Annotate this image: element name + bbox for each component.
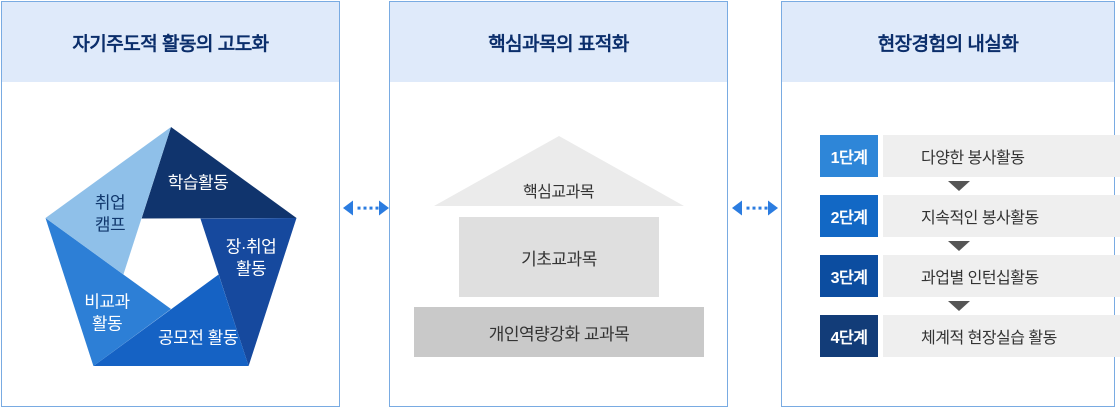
dotted-double-arrow-icon (343, 200, 389, 216)
pentagon-label-contest: 공모전 활동 (158, 328, 238, 347)
step-row-3: 3단계 과업별 인턴십활동 (820, 255, 1120, 297)
pentagon-label-extracurricular-line2: 활동 (92, 314, 122, 333)
dot (764, 206, 768, 210)
panel-title-field-experience: 현장경험의 내실화 (782, 2, 1114, 82)
pentagon-segment-job-camp (45, 127, 171, 275)
step-label-2: 지속적인 봉사활동 (883, 195, 1120, 237)
dotted-double-arrow-icon (732, 200, 778, 216)
arrow-left-tip (732, 200, 742, 216)
step-row-2: 2단계 지속적인 봉사활동 (820, 195, 1120, 237)
pentagon-label-job-line1: 장·취업 (226, 237, 277, 256)
pentagon-label-job-camp-line2: 캠프 (95, 215, 125, 234)
dot (746, 206, 750, 210)
arrow-right-tip (768, 200, 778, 216)
dot (375, 206, 379, 210)
arrow-right-tip (379, 200, 389, 216)
pentagon-diagram: 학습활동 장·취업 활동 공모전 활동 비교과 활동 취업 캠프 (2, 82, 339, 406)
dot (369, 206, 373, 210)
step-label-4: 체계적 현장실습 활동 (883, 315, 1120, 357)
step-badge-1: 1단계 (820, 135, 878, 177)
panel-title-self-directed: 자기주도적 활동의 고도화 (2, 2, 339, 82)
dot (357, 206, 361, 210)
step-badge-3: 3단계 (820, 255, 878, 297)
pentagon-segment-extracurricular (45, 218, 171, 366)
pentagon-segment-contest (93, 274, 249, 366)
panel-self-directed: 자기주도적 활동의 고도화 학습활동 장·취업 활동 공모전 활동 비교과 활동… (1, 1, 340, 407)
arrow-down-icon (948, 301, 970, 311)
step-row-1: 1단계 다양한 봉사활동 (820, 135, 1120, 177)
pentagon-segment-job (200, 218, 297, 366)
panel-field-experience: 현장경험의 내실화 1단계 다양한 봉사활동 2단계 지속적인 봉사활동 3단계… (781, 1, 1120, 407)
step-badge-4: 4단계 (820, 315, 878, 357)
pyramid-diagram: 핵심교과목 기초교과목 개인역량강화 교과목 (390, 82, 727, 406)
panel-title-core-subjects: 핵심과목의 표적화 (390, 2, 727, 82)
pyramid-top-label: 핵심교과목 (522, 184, 595, 201)
dot (752, 206, 756, 210)
dot (758, 206, 762, 210)
step-label-3: 과업별 인턴십활동 (883, 255, 1120, 297)
arrow-left-tip (343, 200, 353, 216)
pentagon-label-study: 학습활동 (168, 173, 229, 192)
step-row-4: 4단계 체계적 현장실습 활동 (820, 315, 1120, 357)
step-badge-2: 2단계 (820, 195, 878, 237)
pentagon-pinwheel-svg: 학습활동 장·취업 활동 공모전 활동 비교과 활동 취업 캠프 (45, 127, 297, 366)
pyramid-middle-box: 기초교과목 (459, 217, 659, 297)
dot (363, 206, 367, 210)
panel-core-subjects: 핵심과목의 표적화 핵심교과목 기초교과목 개인역량강화 교과목 (389, 1, 728, 407)
arrow-down-icon (948, 241, 970, 251)
pyramid-bottom-box: 개인역량강화 교과목 (414, 307, 704, 357)
arrow-down-icon (948, 181, 970, 191)
pentagon-label-job-camp-line1: 취업 (95, 193, 125, 212)
pentagon-label-job-line2: 활동 (236, 259, 266, 278)
pyramid-top-triangle (434, 136, 684, 206)
step-label-1: 다양한 봉사활동 (883, 135, 1120, 177)
steps-diagram: 1단계 다양한 봉사활동 2단계 지속적인 봉사활동 3단계 과업별 인턴십활동 (782, 82, 1120, 406)
pentagon-segment-study (141, 127, 297, 219)
pentagon-label-extracurricular-line1: 비교과 (84, 292, 130, 311)
